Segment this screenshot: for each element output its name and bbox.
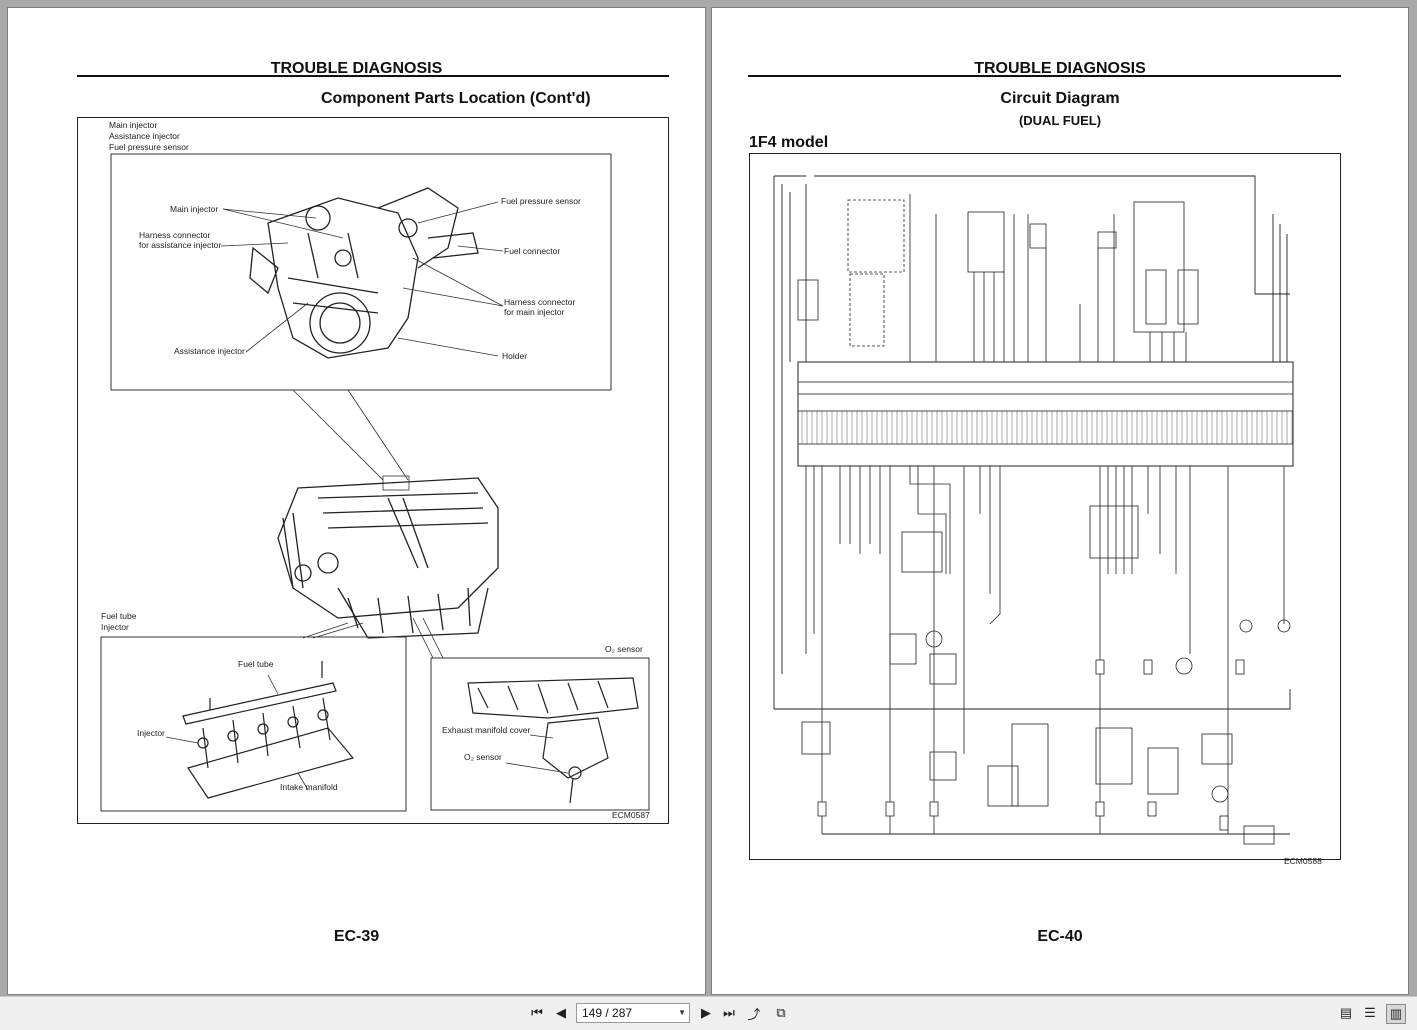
- callout-harness-main-1: Harness connector: [504, 297, 576, 307]
- figure-code: ECM0588: [1284, 856, 1322, 866]
- label-exhaust-manifold-cover: Exhaust manifold cover: [442, 725, 531, 735]
- top-label-2: Assistance injector: [109, 131, 180, 141]
- top-label-1: Main injector: [109, 120, 158, 130]
- label-injector: Injector: [137, 728, 165, 738]
- section-title: Circuit Diagram: [1000, 90, 1120, 107]
- circuit-diagram: ECM0588: [749, 153, 1341, 866]
- first-page-icon[interactable]: ⏮: [531, 1005, 543, 1020]
- page-header: TROUBLE DIAGNOSIS: [974, 60, 1146, 77]
- callout-holder: Holder: [502, 351, 528, 361]
- chevron-down-icon: ▼: [678, 1008, 686, 1017]
- page-number: EC-39: [333, 928, 380, 945]
- callout-harness-assist-2: for assistance injector: [139, 240, 222, 250]
- section-subtitle: (DUAL FUEL): [1018, 113, 1102, 128]
- component-figure: Main injector Assistance injector Fuel p…: [77, 117, 669, 824]
- prev-page-icon[interactable]: ◀: [556, 1005, 566, 1020]
- last-page-icon[interactable]: ⏭: [723, 1005, 735, 1020]
- right-page: TROUBLE DIAGNOSIS Circuit Diagram (DUAL …: [711, 7, 1409, 995]
- next-page-icon[interactable]: ▶: [701, 1005, 711, 1020]
- callout-fuel-pressure-sensor: Fuel pressure sensor: [501, 196, 581, 206]
- callout-harness-assist-1: Harness connector: [139, 230, 211, 240]
- inset-left-title-2: Injector: [101, 622, 129, 632]
- circuit-schematic: [773, 175, 1294, 845]
- page-number: EC-40: [1037, 928, 1083, 945]
- section-title: Component Parts Location (Cont'd): [321, 90, 591, 107]
- two-page-view-icon[interactable]: ▥: [1386, 1004, 1406, 1024]
- label-o2-sensor: O₂ sensor: [464, 752, 502, 762]
- figure-code: ECM0587: [612, 810, 650, 820]
- rotate-icon[interactable]: ⤴: [747, 1006, 761, 1022]
- inset-left-title-1: Fuel tube: [101, 611, 137, 621]
- header-rule: [748, 75, 1341, 77]
- callout-fuel-connector: Fuel connector: [504, 246, 561, 256]
- inset-right-title: O₂ sensor: [605, 644, 643, 654]
- left-page: TROUBLE DIAGNOSIS Component Parts Locati…: [7, 7, 706, 995]
- label-intake-manifold: Intake manifold: [280, 782, 338, 792]
- model-label: 1F4 model: [749, 134, 829, 151]
- page-selector[interactable]: 149 / 287 ▼: [576, 1003, 690, 1023]
- page-indicator: 149 / 287: [582, 1006, 633, 1020]
- label-fuel-tube: Fuel tube: [238, 659, 274, 669]
- callout-assistance-injector: Assistance injector: [174, 346, 245, 356]
- top-label-3: Fuel pressure sensor: [109, 142, 189, 152]
- two-window-icon[interactable]: ⧉: [776, 1005, 786, 1020]
- pdf-toolbar: ⏮ ◀ 149 / 287 ▼ ▶ ⏭ ⤴ ⧉ ▤ ☰ ▥: [0, 996, 1417, 1030]
- single-page-view-icon[interactable]: ▤: [1339, 1005, 1353, 1020]
- page-header: TROUBLE DIAGNOSIS: [270, 60, 443, 77]
- callout-harness-main-2: for main injector: [504, 307, 565, 317]
- callout-main-injector: Main injector: [170, 204, 219, 214]
- continuous-view-icon[interactable]: ☰: [1364, 1005, 1376, 1020]
- engine-illustration: [100, 153, 650, 812]
- header-rule: [77, 75, 669, 77]
